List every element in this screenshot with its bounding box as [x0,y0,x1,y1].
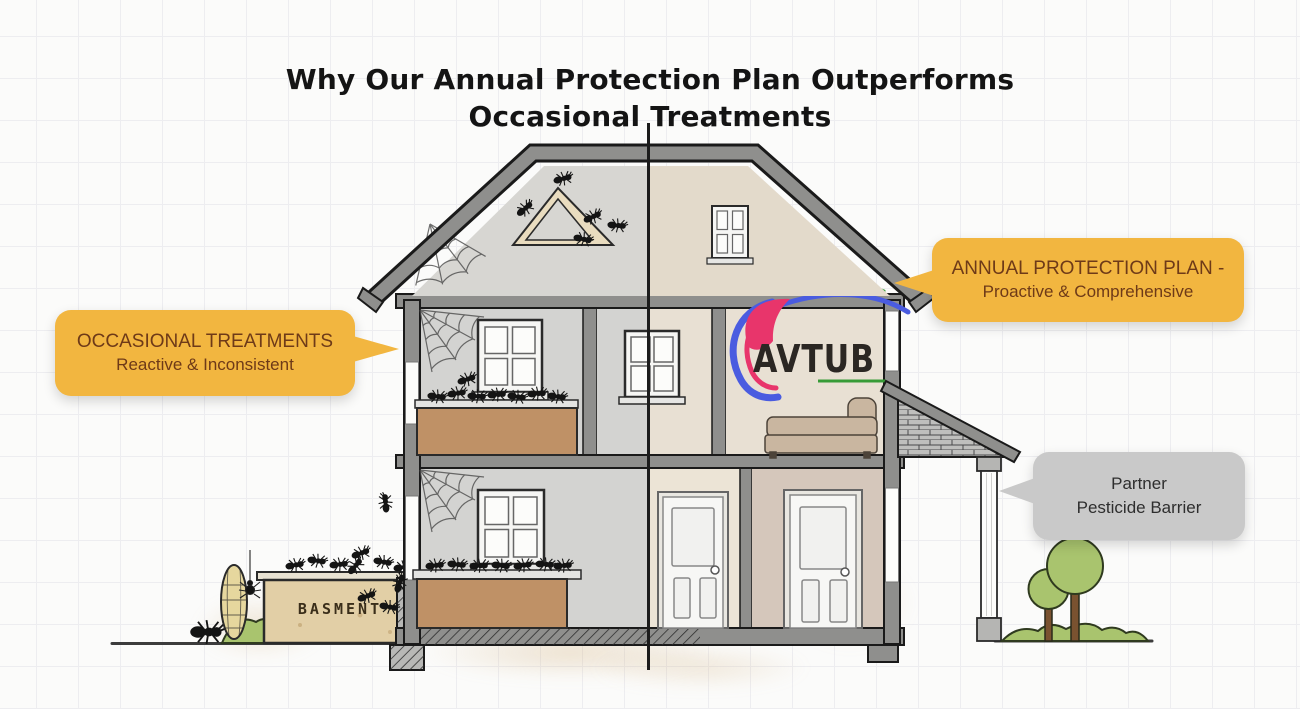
callout-tail [894,270,934,296]
interior-wall [739,467,753,629]
foundation-hatch [420,628,700,645]
window-attic [706,205,754,265]
door-right [783,489,863,629]
callout-pesticide-barrier: Partner Pesticide Barrier [999,452,1245,540]
callout-occasional-title: OCCASIONAL TREATMENTS [76,331,334,352]
attic-truss [510,186,616,246]
basement: BASMENT [256,542,416,645]
ant-icon [306,551,330,570]
callout-barrier-subtitle: Pesticide Barrier [1076,498,1202,517]
ant-icon [377,490,394,514]
exterior-wall-right [883,299,901,645]
spider-icon [238,550,262,599]
attic [404,166,890,308]
interior-wall [582,307,598,456]
window-2f-center [618,329,686,405]
ant-icon [372,552,396,572]
ant-icon [328,555,352,573]
planter-2f [414,399,579,456]
callout-annual-protection-plan: ANNUAL PROTECTION PLAN - Proactive & Com… [894,238,1244,322]
porch-roof-beam [879,379,1022,464]
ant-icon [349,542,374,564]
title-line1: Why Our Annual Protection Plan Outperfor… [285,62,1015,96]
callout-annual-subtitle: Proactive & Comprehensive [982,282,1194,301]
couch-icon [764,397,878,459]
porch-post [976,456,1002,642]
callout-occasional-treatments: OCCASIONAL TREATMENTS Reactive & Inconsi… [55,310,399,396]
basement-label: BASMENT [298,600,382,618]
interior-wall [711,307,727,456]
corn-cob-icon [220,564,248,640]
logo-leaf [745,298,790,350]
callout-tail [999,478,1035,504]
trees [999,537,1151,642]
page-title: Why Our Annual Protection Plan Outperfor… [0,61,1300,135]
callout-occasional-subtitle: Reactive & Inconsistent [116,355,294,374]
eave-tip-left [356,286,385,314]
callout-barrier-title: Partner [1111,474,1167,493]
ant-icon [284,555,308,575]
door-knob [710,565,720,575]
door-knob [840,567,850,577]
callout-annual-title: ANNUAL PROTECTION PLAN - [951,258,1225,279]
brand-logo-text: AVTUB [753,337,875,381]
door-center [657,491,729,629]
planter-1f [412,569,582,629]
logo-blue-swirl [729,298,782,402]
window-1f-left [470,488,552,573]
ant-icon [190,619,227,645]
porch [879,379,1022,642]
callout-tail [353,336,399,362]
